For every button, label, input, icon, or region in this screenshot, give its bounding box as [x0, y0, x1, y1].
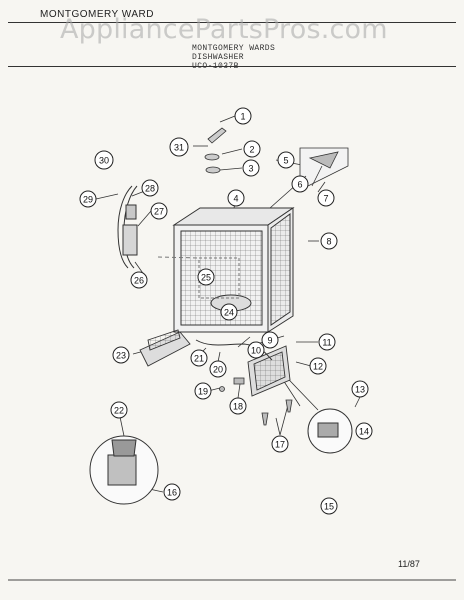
- motor-inset: [89, 435, 159, 505]
- model-number-line: UCO-1037B: [192, 62, 239, 71]
- callout-28: [141, 179, 159, 197]
- callout-13: [351, 380, 369, 398]
- callout-5-label: 5: [283, 156, 288, 166]
- callout-20: [209, 360, 227, 378]
- callout-2-label: 2: [249, 145, 254, 155]
- callout-8-label: 8: [326, 237, 331, 247]
- callout-11-label: 11: [322, 338, 331, 348]
- callout-27-label: 27: [154, 207, 164, 217]
- callout-14: [355, 422, 373, 440]
- callout-26: [130, 271, 148, 289]
- callout-7-label: 7: [323, 194, 328, 204]
- callout-bubbles: 1 31 2 3 5 6 7 4 8 30 28 29 27: [79, 107, 373, 515]
- callout-20-label: 20: [213, 365, 223, 375]
- callout-12-label: 12: [313, 362, 323, 372]
- callout-18: [229, 397, 247, 415]
- callout-19: [194, 382, 212, 400]
- callout-15-label: 15: [324, 502, 334, 512]
- callout-9-label: 9: [267, 336, 272, 346]
- callout-4-label: 4: [233, 194, 238, 204]
- toe-panel: [139, 329, 191, 367]
- callout-16-label: 16: [167, 488, 177, 498]
- callout-15: [320, 497, 338, 515]
- callout-17-label: 17: [275, 440, 285, 450]
- callout-1: [234, 107, 252, 125]
- callout-3-label: 3: [248, 164, 253, 174]
- callout-28-label: 28: [145, 184, 155, 194]
- callout-2: [243, 140, 261, 158]
- top-bracket-parts: [204, 127, 227, 174]
- callout-18-label: 18: [233, 402, 243, 412]
- callout-25: [197, 268, 215, 286]
- model-type-line: DISHWASHER: [192, 53, 245, 62]
- header-rule-lower: [8, 66, 456, 67]
- callout-7: [317, 189, 335, 207]
- callout-10: [247, 341, 265, 359]
- callout-13-label: 13: [355, 385, 365, 395]
- valve-inset: [307, 408, 353, 454]
- callout-9: [261, 331, 279, 349]
- callout-25-label: 25: [201, 273, 211, 283]
- watermark: AppliancePartsPros.com: [60, 14, 388, 45]
- callout-22: [110, 401, 128, 419]
- callout-24: [220, 303, 238, 321]
- callout-3: [242, 159, 260, 177]
- callout-23-label: 23: [116, 351, 126, 361]
- callout-29: [79, 190, 97, 208]
- callout-19-label: 19: [198, 387, 208, 397]
- callout-22-label: 22: [114, 406, 124, 416]
- callout-26-label: 26: [134, 276, 144, 286]
- callout-27: [150, 202, 168, 220]
- small-fasteners: [219, 377, 293, 426]
- callout-31-label: 31: [174, 143, 184, 153]
- callout-14-label: 14: [359, 427, 369, 437]
- callout-23: [112, 346, 130, 364]
- callout-10-label: 10: [251, 346, 261, 356]
- callout-6-label: 6: [297, 180, 302, 190]
- callout-8: [320, 232, 338, 250]
- callout-21: [190, 349, 208, 367]
- callout-1-label: 1: [240, 112, 245, 122]
- callout-5: [277, 151, 295, 169]
- callout-21-label: 21: [194, 354, 204, 364]
- header-rule: [8, 22, 456, 23]
- callout-11: [318, 333, 336, 351]
- callout-29-label: 29: [83, 195, 93, 205]
- fill-hose-assembly: [117, 185, 138, 269]
- callout-30: [94, 150, 114, 170]
- callout-31: [169, 137, 189, 157]
- callout-16: [163, 483, 181, 501]
- page-code: 11/87: [398, 559, 420, 569]
- power-cord: [195, 339, 273, 361]
- callout-30-label: 30: [99, 156, 109, 166]
- callout-4: [227, 189, 245, 207]
- side-panel: [247, 345, 291, 397]
- callout-12: [309, 357, 327, 375]
- callout-17: [271, 435, 289, 453]
- callout-6: [291, 175, 309, 193]
- model-brand-line: MONTGOMERY WARDS: [192, 44, 276, 53]
- brand-header: MONTGOMERY WARD: [40, 9, 154, 20]
- callout-24-label: 24: [224, 308, 234, 318]
